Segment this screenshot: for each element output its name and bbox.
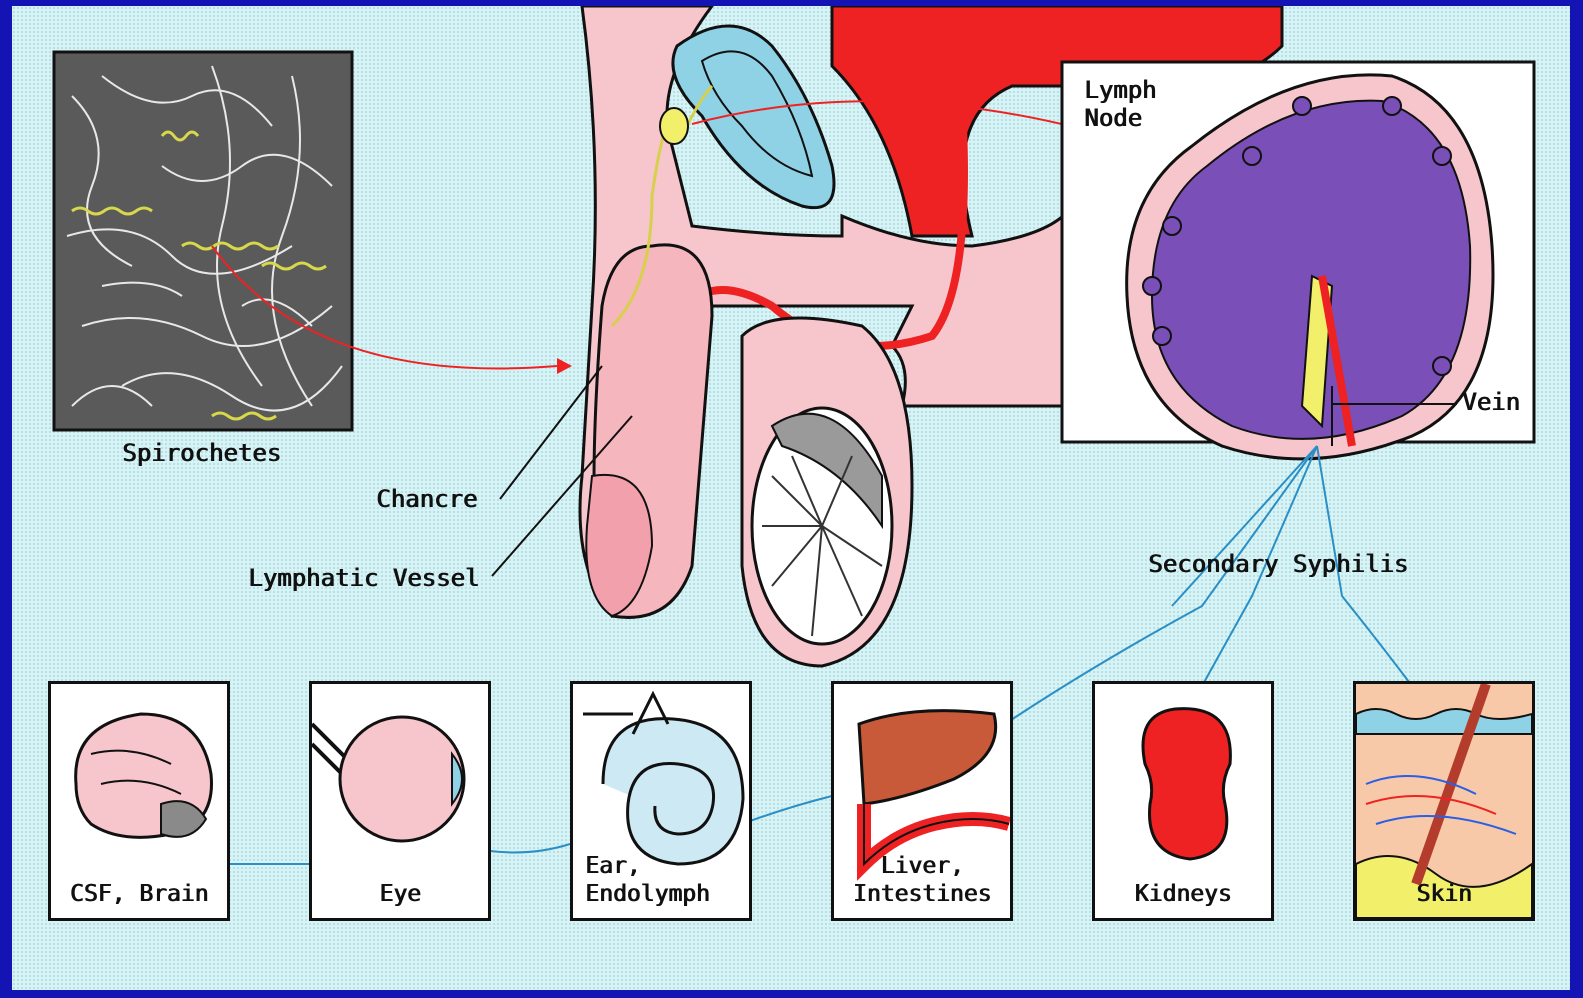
chancre-label: Chancre (376, 485, 477, 513)
lymph-node-label: Lymph Node (1084, 76, 1156, 132)
spirochetes-micrograph (54, 52, 352, 430)
organ-box-ear: Ear, Endolymph (570, 681, 752, 921)
organ-label: Ear, Endolymph (585, 852, 749, 908)
organ-box-csf-brain: CSF, Brain (48, 681, 230, 921)
anatomy-illustration (12, 6, 1570, 990)
organ-box-skin: Skin (1353, 681, 1535, 921)
organ-label: Eye (312, 880, 488, 908)
organ-label: Kidneys (1095, 880, 1271, 908)
diagram-canvas: Spirochetes Chancre Lymphatic Vessel Lym… (12, 6, 1570, 990)
vein-label: Vein (1462, 388, 1520, 416)
organ-box-liver: Liver, Intestines (831, 681, 1013, 921)
spirochetes-label: Spirochetes (122, 439, 281, 467)
organ-label: Skin (1356, 880, 1532, 908)
organ-label: CSF, Brain (51, 880, 227, 908)
organ-box-kidneys: Kidneys (1092, 681, 1274, 921)
organ-label: Liver, Intestines (834, 852, 1010, 908)
secondary-syphilis-label: Secondary Syphilis (1148, 550, 1408, 578)
arrow-head (557, 358, 572, 374)
organ-box-eye: Eye (309, 681, 491, 921)
lymphatic-vessel-label: Lymphatic Vessel (248, 564, 479, 592)
